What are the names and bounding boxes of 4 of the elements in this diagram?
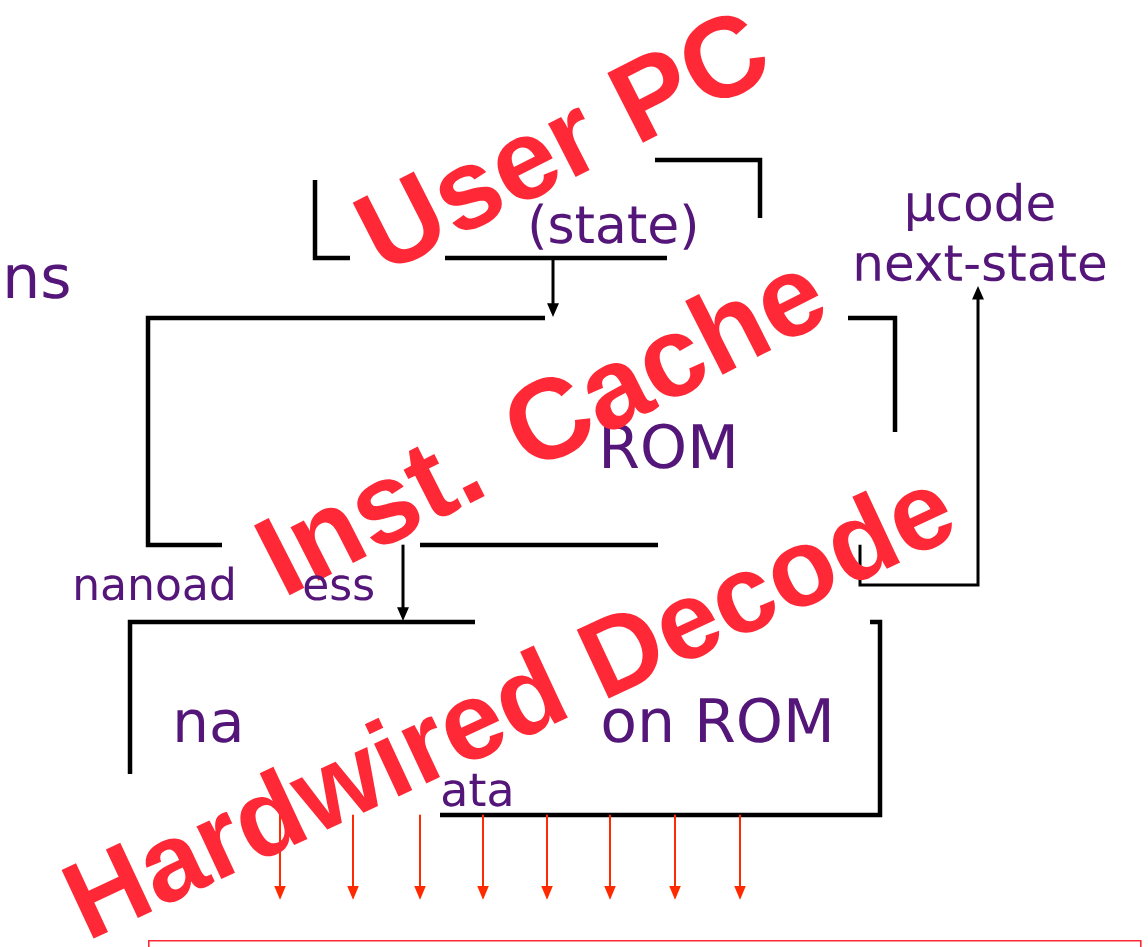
node-label: μcode next-state bbox=[856, 182, 1106, 282]
output-box bbox=[148, 940, 1142, 947]
text-fragment: ns bbox=[7, 264, 69, 299]
signal-label: nanoad bbox=[76, 566, 233, 601]
